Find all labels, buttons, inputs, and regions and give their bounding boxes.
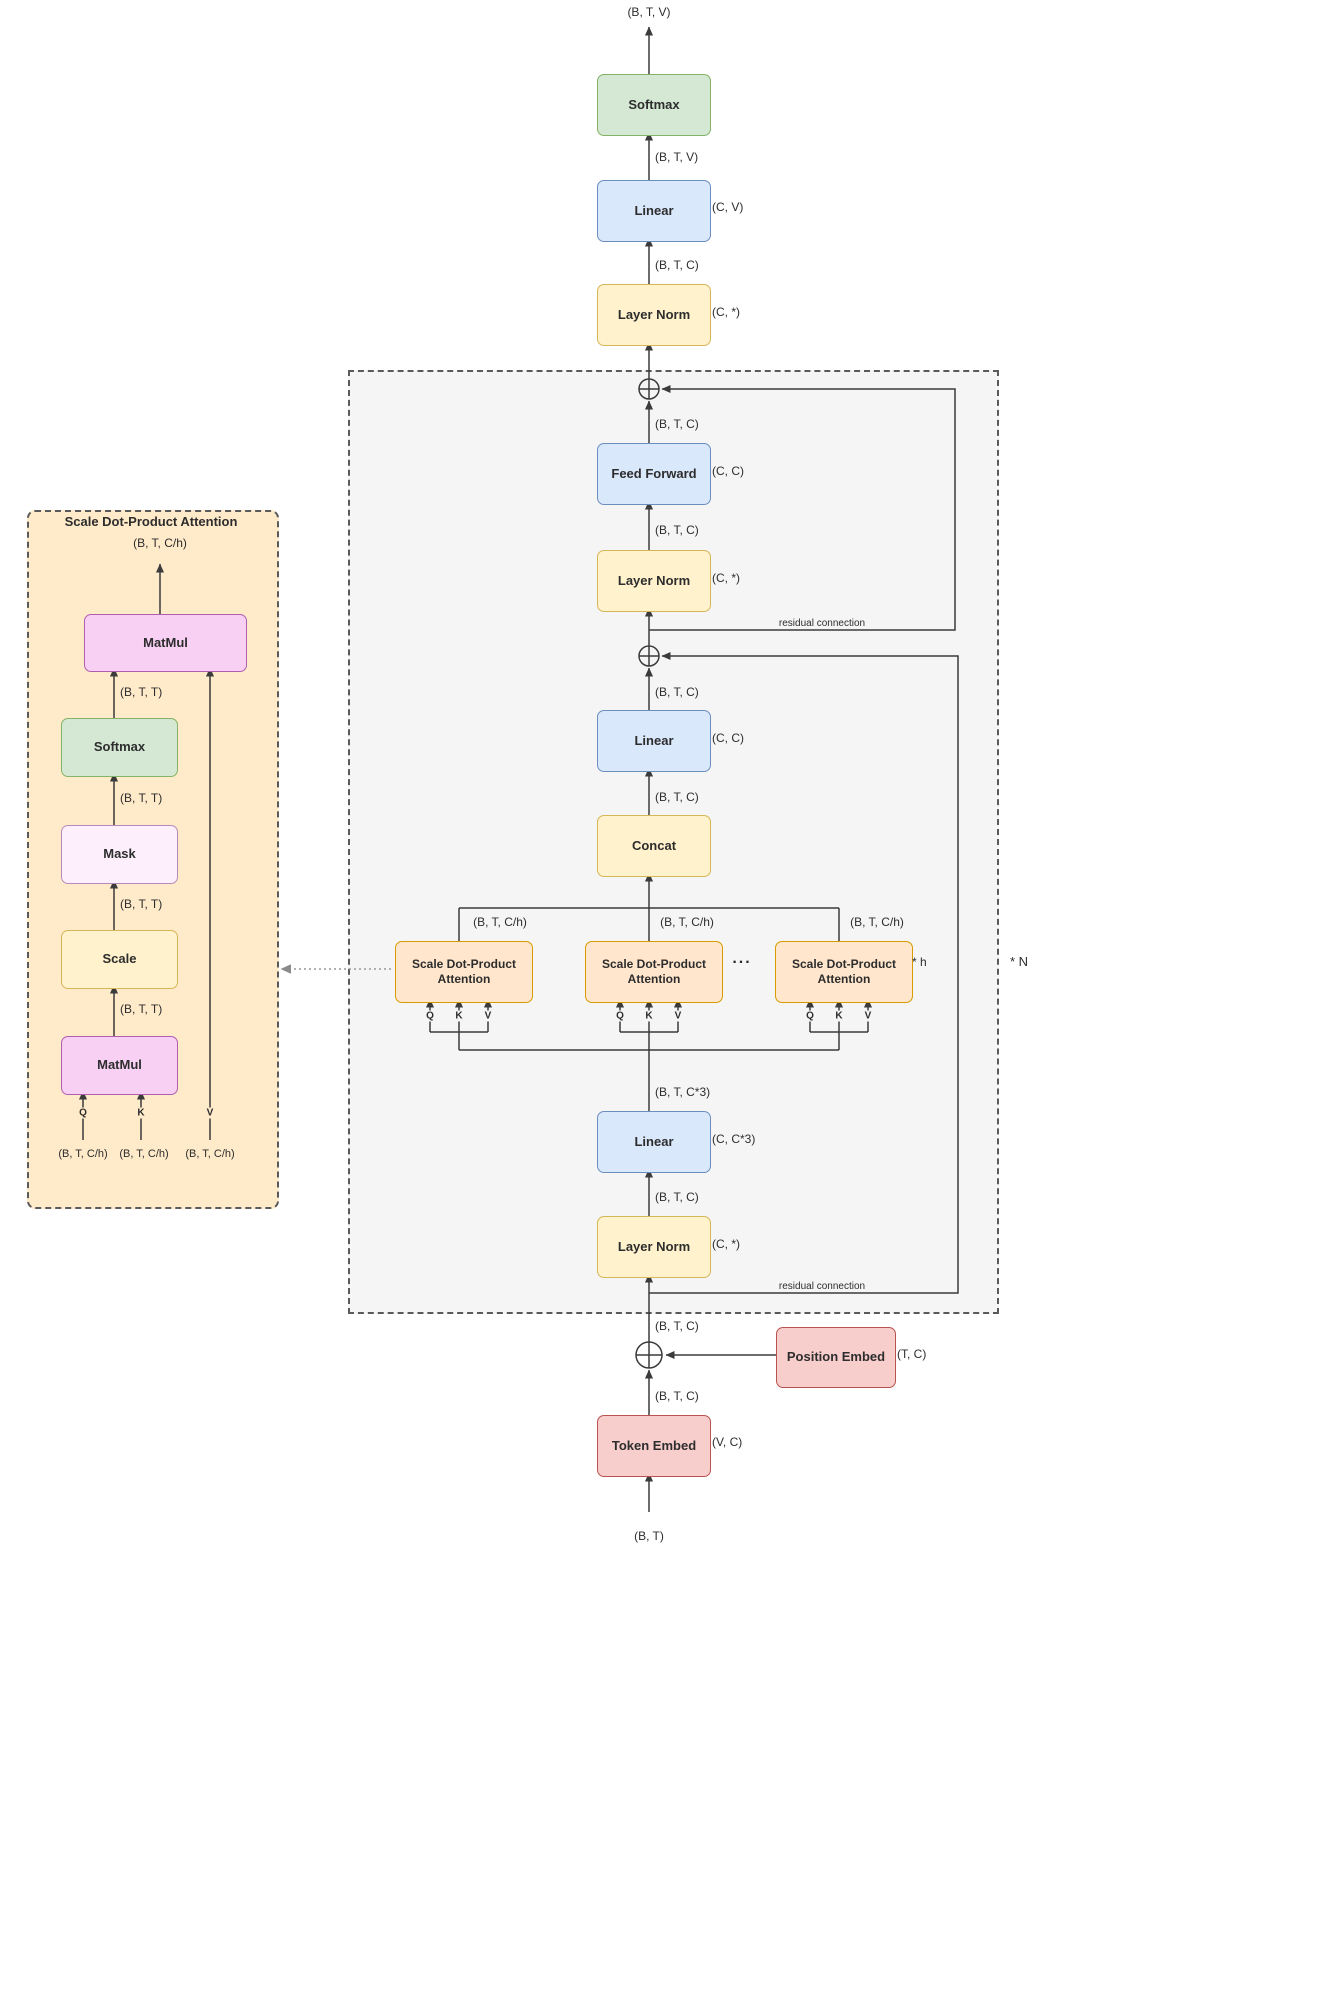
tensor-label-btc-7: (B, T, C): [655, 1319, 699, 1333]
detail-btt-3: (B, T, T): [120, 897, 163, 911]
tensor-label-btc-1: (B, T, C): [655, 258, 699, 272]
param-label-ln-final: (C, *): [712, 305, 740, 319]
linear-proj-block: Linear: [597, 710, 711, 772]
tensor-label-btc-8: (B, T, C): [655, 1389, 699, 1403]
linear-qkv-block: Linear: [597, 1111, 711, 1173]
detail-matmul-top-block: MatMul: [84, 614, 247, 672]
tensor-label-btc3: (B, T, C*3): [655, 1085, 711, 1099]
softmax-output-block: Softmax: [597, 74, 711, 136]
concat-block: Concat: [597, 815, 711, 877]
k-label-head1: K: [453, 1010, 465, 1022]
tensor-label-btc-4: (B, T, C): [655, 685, 699, 699]
q-label-head3: Q: [804, 1010, 816, 1022]
param-label-linear-head: (C, V): [712, 200, 744, 214]
detail-v-shape: (B, T, C/h): [185, 1148, 235, 1160]
attention-head-1: Scale Dot-Product Attention: [395, 941, 533, 1003]
add-op-embed: [635, 1341, 663, 1369]
tensor-label-output: (B, T, V): [627, 5, 671, 19]
q-label-head1: Q: [424, 1010, 436, 1022]
detail-btt-4: (B, T, T): [120, 1002, 163, 1016]
tensor-label-input: (B, T): [634, 1529, 664, 1543]
k-label-head3: K: [833, 1010, 845, 1022]
tensor-label-logits: (B, T, V): [655, 150, 699, 164]
param-label-ff: (C, C): [712, 464, 744, 478]
attention-head-3: Scale Dot-Product Attention: [775, 941, 913, 1003]
detail-output-shape: (B, T, C/h): [133, 536, 187, 550]
param-label-ln-2: (C, *): [712, 571, 740, 585]
detail-scale-block: Scale: [61, 930, 178, 989]
param-label-linear-qkv: (C, C*3): [712, 1132, 756, 1146]
v-label-head2: V: [672, 1010, 684, 1022]
position-embed-block: Position Embed: [776, 1327, 896, 1388]
v-label-head3: V: [862, 1010, 874, 1022]
attention-head-2: Scale Dot-Product Attention: [585, 941, 723, 1003]
tensor-label-btc-5: (B, T, C): [655, 790, 699, 804]
tensor-label-head3-out: (B, T, C/h): [850, 915, 904, 929]
token-embed-block: Token Embed: [597, 1415, 711, 1477]
q-label-head2: Q: [614, 1010, 626, 1022]
detail-btt-1: (B, T, T): [120, 685, 163, 699]
detail-k-label: K: [135, 1107, 147, 1119]
detail-mask-block: Mask: [61, 825, 178, 884]
feed-forward-block: Feed Forward: [597, 443, 711, 505]
detail-v-label: V: [204, 1107, 216, 1119]
param-label-pos-embed: (T, C): [897, 1347, 927, 1361]
repeat-n-label: * N: [1010, 954, 1029, 969]
layernorm-2-block: Layer Norm: [597, 550, 711, 612]
detail-panel-title: Scale Dot-Product Attention: [64, 514, 238, 529]
linear-head-block: Linear: [597, 180, 711, 242]
v-label-head1: V: [482, 1010, 494, 1022]
param-label-ln-1: (C, *): [712, 1237, 740, 1251]
detail-q-label: Q: [77, 1107, 89, 1119]
detail-matmul-bottom-block: MatMul: [61, 1036, 178, 1095]
tensor-label-btc-6: (B, T, C): [655, 1190, 699, 1204]
repeat-h-label: * h: [912, 955, 927, 969]
heads-ellipsis: ...: [732, 950, 752, 967]
detail-k-shape: (B, T, C/h): [119, 1148, 169, 1160]
residual-connection-label-top: residual connection: [778, 618, 866, 629]
tensor-label-head2-out: (B, T, C/h): [660, 915, 714, 929]
detail-softmax-block: Softmax: [61, 718, 178, 777]
detail-btt-2: (B, T, T): [120, 791, 163, 805]
param-label-tok-embed: (V, C): [712, 1435, 743, 1449]
tensor-label-btc-3: (B, T, C): [655, 523, 699, 537]
tensor-label-btc-2: (B, T, C): [655, 417, 699, 431]
param-label-linear-proj: (C, C): [712, 731, 744, 745]
k-label-head2: K: [643, 1010, 655, 1022]
layernorm-1-block: Layer Norm: [597, 1216, 711, 1278]
detail-q-shape: (B, T, C/h): [58, 1148, 108, 1160]
layernorm-final-block: Layer Norm: [597, 284, 711, 346]
residual-connection-label-bottom: residual connection: [778, 1281, 866, 1292]
tensor-label-head1-out: (B, T, C/h): [473, 915, 527, 929]
